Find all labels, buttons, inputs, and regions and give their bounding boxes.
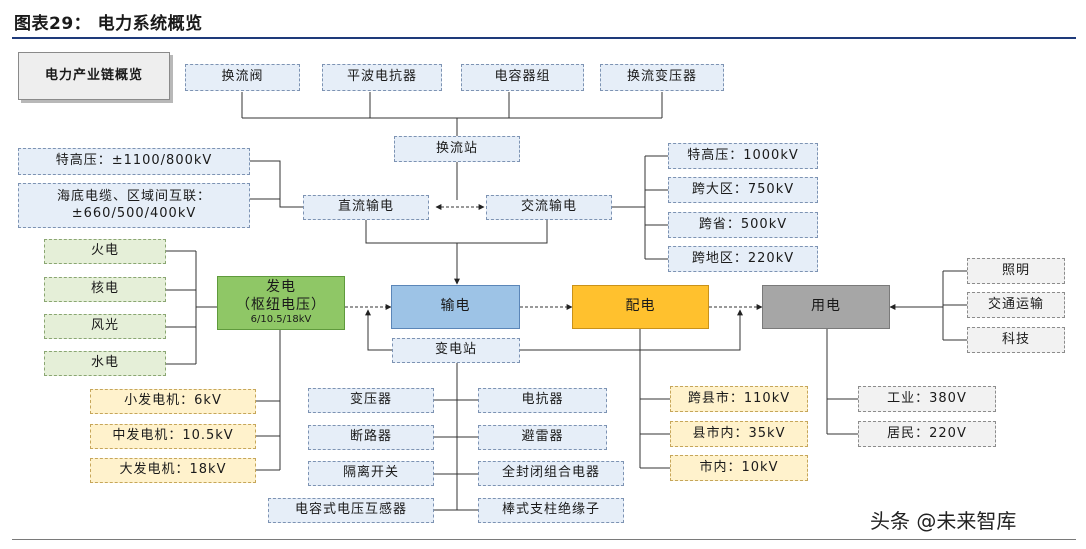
source-hydro: 水电 — [44, 351, 166, 376]
generation-sublabel: （枢纽电压） — [236, 296, 326, 313]
ac-level-interregion-local: 跨地区：220kV — [668, 246, 818, 272]
consumption-node: 用电 — [762, 285, 890, 329]
user-residential: 居民：220V — [858, 421, 996, 447]
source-nuclear: 核电 — [44, 277, 166, 302]
title-rule — [12, 37, 1076, 39]
dc-type-submarine: 海底电缆、区域间互联： ±660/500/400kV — [18, 183, 250, 228]
distribution-node: 配电 — [572, 285, 709, 329]
converter-station: 换流站 — [394, 136, 520, 162]
sector-technology: 科技 — [967, 327, 1065, 353]
equip-arrester: 避雷器 — [478, 425, 607, 450]
capacitor-bank: 电容器组 — [461, 64, 584, 91]
ac-level-uhv: 特高压：1000kV — [668, 143, 818, 169]
ac-level-interprovincial: 跨省：500kV — [668, 212, 818, 238]
substation: 变电站 — [392, 338, 520, 363]
converter-valve: 换流阀 — [185, 64, 300, 91]
user-industrial: 工业：380V — [858, 386, 996, 412]
equip-post-insulator: 棒式支柱绝缘子 — [478, 498, 624, 523]
sector-transport: 交通运输 — [967, 292, 1065, 318]
page-title: 图表29： 电力系统概览 — [14, 14, 203, 34]
equip-breaker: 断路器 — [308, 425, 434, 450]
sector-lighting: 照明 — [967, 258, 1065, 284]
generator-small: 小发电机：6kV — [90, 389, 256, 414]
equip-reactor: 电抗器 — [478, 388, 607, 413]
generator-large: 大发电机：18kV — [90, 458, 256, 483]
equip-transformer: 变压器 — [308, 388, 434, 413]
watermark: 头条 @未来智库 — [870, 509, 1017, 533]
generation-label: 发电 — [266, 279, 296, 296]
dist-level-within-county: 县市内：35kV — [670, 421, 808, 447]
dist-level-city: 市内：10kV — [670, 455, 808, 481]
equip-cvt: 电容式电压互感器 — [268, 498, 434, 523]
source-wind-solar: 风光 — [44, 314, 166, 339]
generation-voltage: 6/10.5/18kV — [250, 314, 312, 326]
generation-node: 发电 （枢纽电压） 6/10.5/18kV — [217, 276, 345, 330]
converter-transformer: 换流变压器 — [600, 64, 724, 91]
overview-label: 电力产业链概览 — [18, 52, 170, 100]
bottom-rule — [12, 539, 1076, 540]
transmission-node: 输电 — [391, 285, 520, 329]
equip-gis: 全封闭组合电器 — [478, 461, 624, 486]
dc-type-uhv: 特高压：±1100/800kV — [18, 148, 250, 175]
dc-transmission: 直流输电 — [303, 195, 429, 220]
smoothing-reactor: 平波电抗器 — [322, 64, 442, 91]
dist-level-county: 跨县市：110kV — [670, 386, 808, 412]
ac-transmission: 交流输电 — [486, 195, 612, 220]
source-thermal: 火电 — [44, 239, 166, 264]
ac-level-interregional: 跨大区：750kV — [668, 177, 818, 203]
generator-medium: 中发电机：10.5kV — [90, 424, 256, 449]
equip-disconnector: 隔离开关 — [308, 461, 434, 486]
